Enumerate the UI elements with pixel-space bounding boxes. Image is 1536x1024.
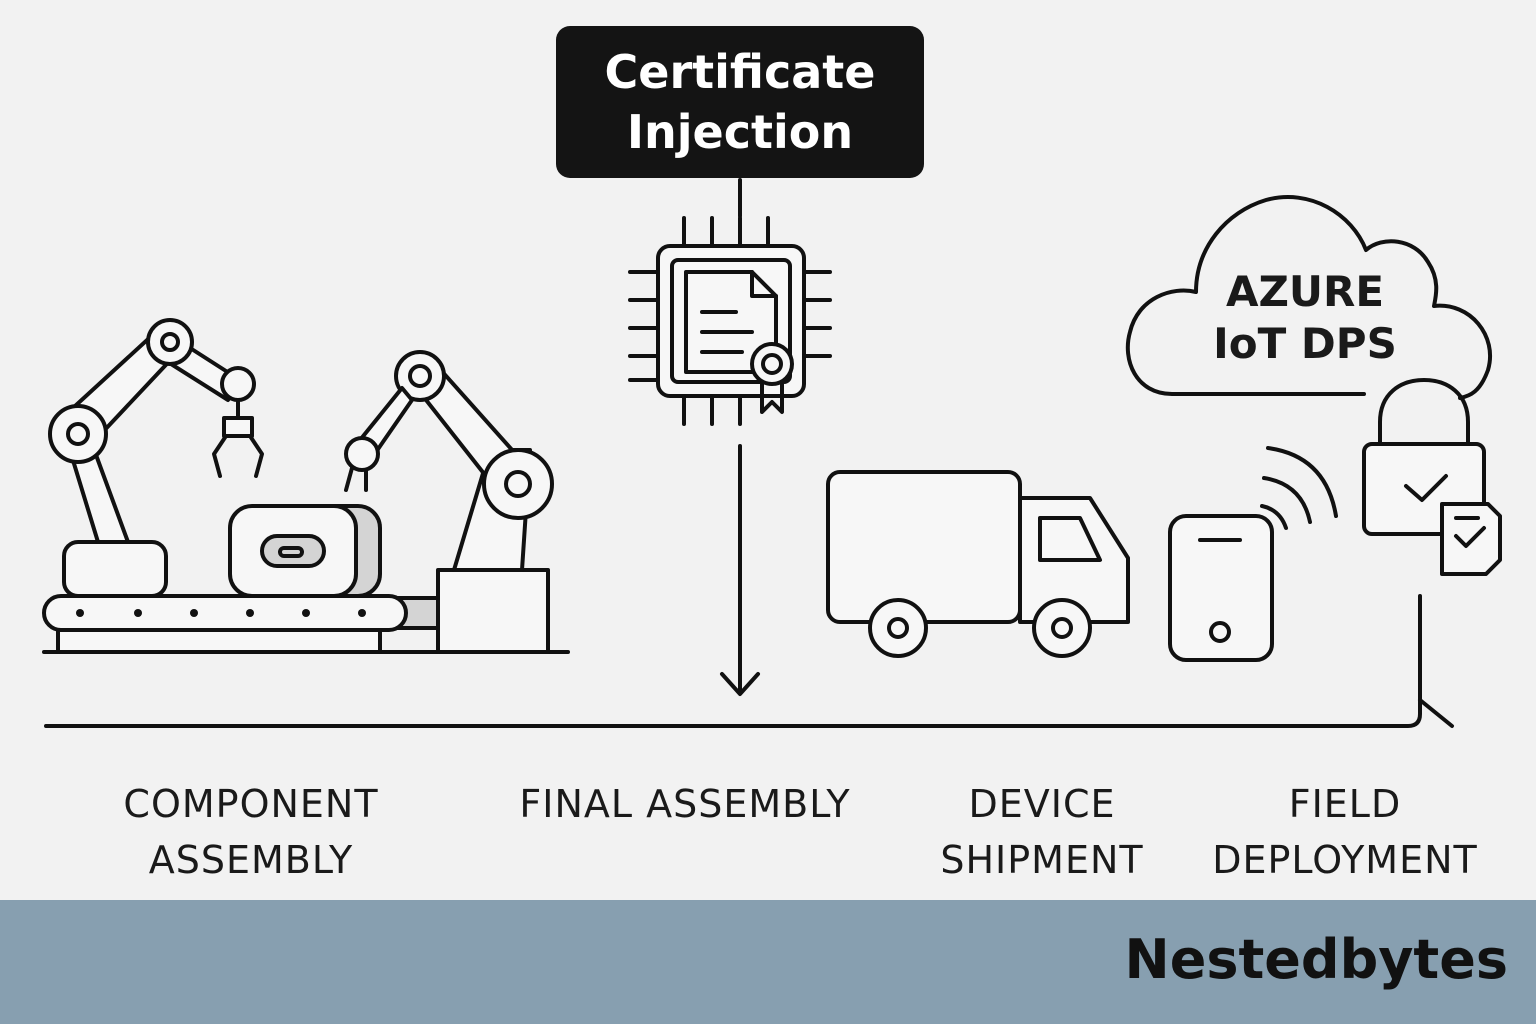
stage-final-assembly: FINAL ASSEMBLY bbox=[490, 776, 880, 832]
chip-certificate-icon bbox=[628, 216, 832, 426]
wireless-signal-icon bbox=[1260, 446, 1338, 530]
stage-line2: SHIPMENT bbox=[940, 838, 1144, 882]
truck-icon bbox=[826, 470, 1130, 658]
brand-name: Nestedbytes bbox=[1124, 928, 1508, 991]
cloud-icon bbox=[1125, 195, 1492, 400]
cloud-label: AZURE IoT DPS bbox=[1180, 266, 1430, 370]
provisioning-diagram bbox=[42, 178, 1502, 728]
conveyor-belt-icon bbox=[42, 504, 440, 654]
down-arrow bbox=[720, 444, 760, 696]
stage-line1: DEVICE bbox=[968, 782, 1116, 826]
stage-line1: COMPONENT bbox=[123, 782, 379, 826]
robotic-arm-icon bbox=[48, 318, 264, 598]
cloud-line2: IoT DPS bbox=[1213, 319, 1397, 368]
timeline bbox=[44, 594, 1454, 728]
stage-field-deployment: FIELD DEPLOYMENT bbox=[1190, 776, 1500, 888]
stage-line1: FIELD bbox=[1288, 782, 1402, 826]
stage-component-assembly: COMPONENT ASSEMBLY bbox=[96, 776, 406, 888]
smartphone-icon bbox=[1168, 514, 1274, 662]
certificate-injection-box: Certificate Injection bbox=[556, 26, 924, 178]
robotic-arm-icon bbox=[344, 350, 554, 654]
cloud-line1: AZURE bbox=[1225, 267, 1385, 316]
certificate-badge-icon bbox=[1440, 502, 1502, 576]
stage-line2: ASSEMBLY bbox=[148, 838, 354, 882]
header-line1: Certificate bbox=[604, 45, 876, 99]
footer-bar: Nestedbytes bbox=[0, 900, 1536, 1024]
stage-line2: DEPLOYMENT bbox=[1212, 838, 1478, 882]
header-line2: Injection bbox=[626, 105, 854, 159]
stage-device-shipment: DEVICE SHIPMENT bbox=[922, 776, 1162, 888]
stage-line1: FINAL ASSEMBLY bbox=[519, 782, 851, 826]
